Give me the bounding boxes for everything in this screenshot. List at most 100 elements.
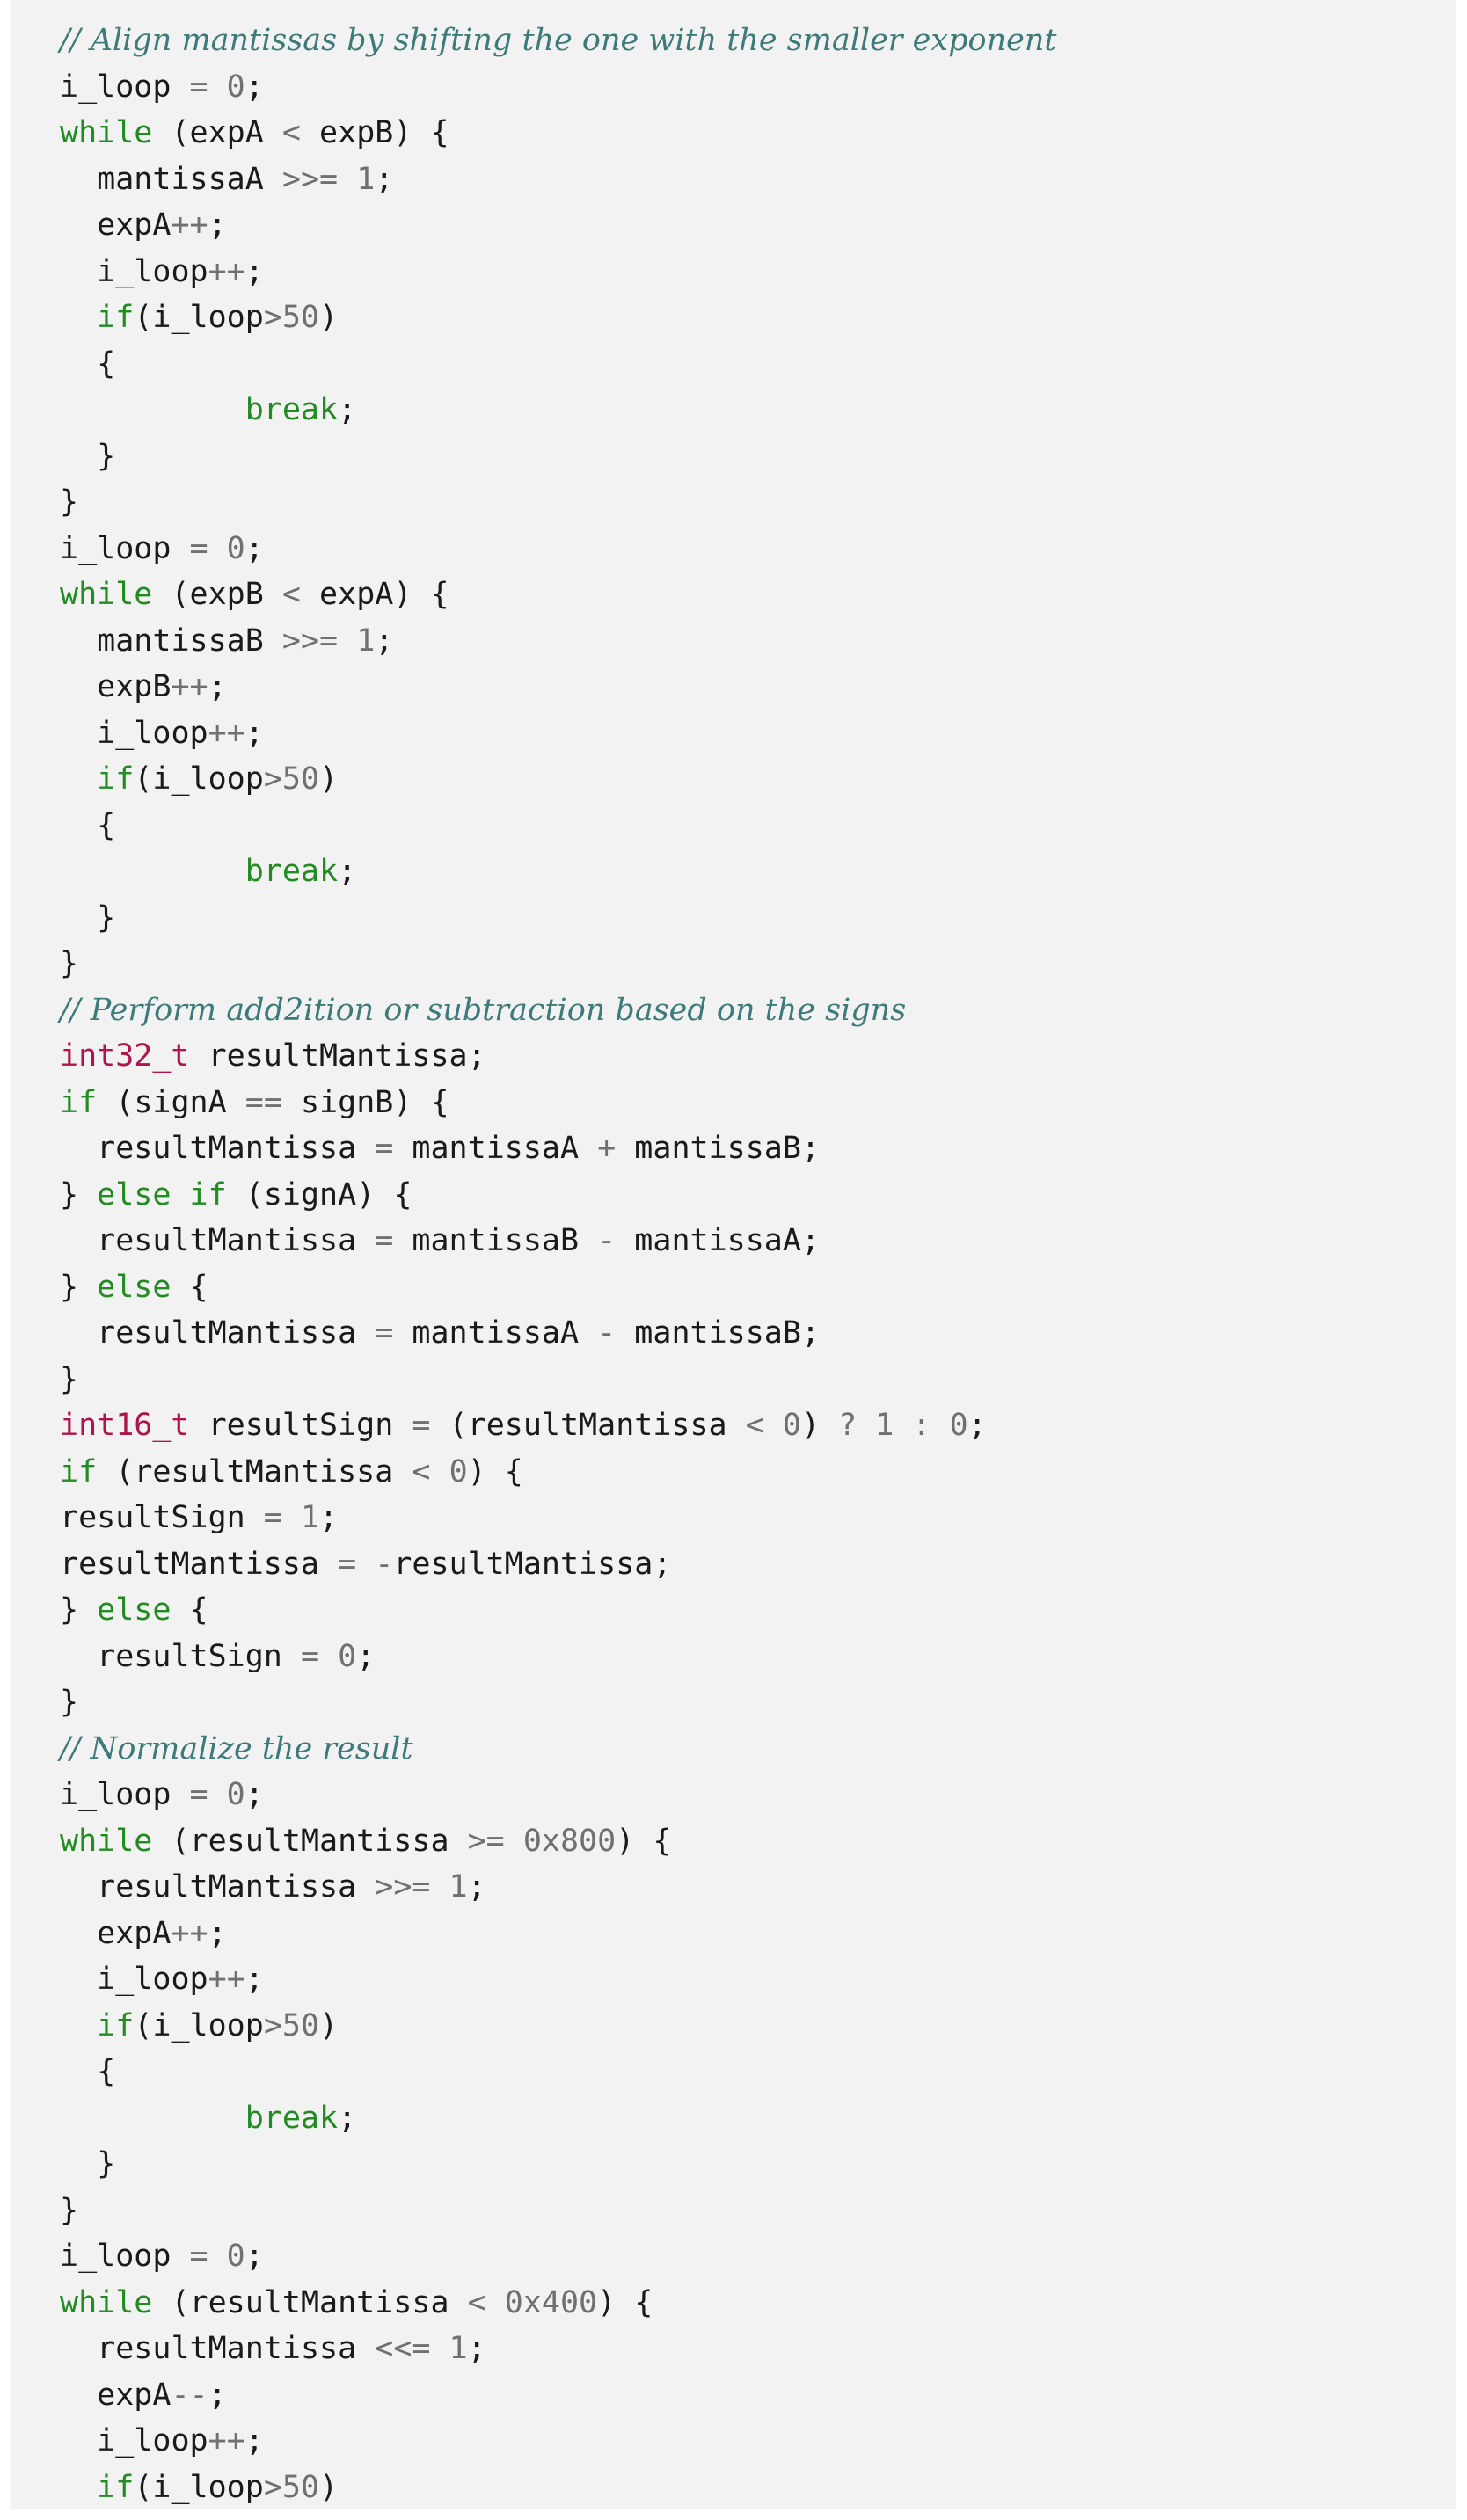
code-token-punctuation: ; (338, 2100, 357, 2136)
code-token-whitespace (616, 1315, 634, 1351)
code-token-whitespace (152, 115, 171, 150)
code-token-identifier: signA (134, 1084, 227, 1120)
code-token-keyword: if (97, 2469, 135, 2505)
code-token-operator: < (281, 115, 301, 150)
code-token-whitespace (60, 300, 97, 335)
code-token-whitespace (60, 2008, 97, 2043)
code-token-identifier: mantissaB (634, 1315, 801, 1351)
code-token-whitespace (727, 1408, 746, 1443)
code-token-whitespace (430, 1454, 449, 1489)
code-token-punctuation: } (60, 1592, 79, 1628)
code-token-operator: > (263, 300, 282, 335)
code-token-identifier: expB (97, 669, 172, 704)
code-token-whitespace (60, 1916, 97, 1951)
code-token-whitespace (60, 2146, 97, 2181)
code-token-punctuation: ( (134, 2007, 153, 2043)
code-token-whitespace (430, 1869, 449, 1905)
code-token-whitespace (634, 1824, 653, 1859)
code-token-number: 0 (226, 69, 245, 105)
code-token-operator: > (263, 2469, 282, 2505)
code-token-punctuation: ; (467, 2331, 486, 2366)
code-token-punctuation: ; (208, 1915, 227, 1951)
code-token-whitespace (60, 1639, 97, 1674)
code-token-punctuation: ; (319, 1500, 339, 1535)
code-token-number: 0x800 (522, 1823, 617, 1859)
code-token-punctuation: } (60, 1685, 79, 1720)
code-token-punctuation: ; (244, 715, 264, 751)
code-token-operator: = (189, 530, 208, 566)
code-token-punctuation: ) (616, 1823, 635, 1859)
code-line: expA++; (60, 1911, 1056, 1957)
code-token-whitespace (60, 392, 245, 427)
code-token-whitespace (338, 162, 356, 197)
code-token-whitespace (356, 1223, 375, 1258)
code-line: while (expB < expA) { (60, 572, 1056, 618)
code-token-number: 1 (449, 1869, 468, 1905)
code-token-whitespace (152, 2285, 171, 2320)
code-line: { (60, 2049, 1056, 2095)
code-token-identifier: resultSign (208, 1408, 394, 1443)
code-token-whitespace (264, 577, 282, 612)
code-token-punctuation: ) (597, 2284, 617, 2320)
code-token-punctuation: ( (134, 761, 153, 797)
code-token-whitespace (412, 577, 430, 612)
code-token-whitespace (60, 2331, 97, 2366)
code-token-whitespace (486, 1454, 505, 1489)
code-token-whitespace (264, 162, 282, 197)
code-token-punctuation: ( (115, 1453, 135, 1489)
code-token-punctuation: { (189, 1592, 208, 1628)
code-token-punctuation: } (60, 1269, 79, 1305)
code-token-operator: ++ (208, 253, 245, 289)
code-line: } else if (signA) { (60, 1172, 1056, 1219)
code-token-operator: ++ (171, 1915, 208, 1951)
code-token-whitespace (97, 1085, 115, 1120)
code-token-identifier: mantissaB (97, 623, 264, 659)
code-token-comment: // Normalize the result (60, 1730, 413, 1766)
code-token-whitespace (393, 1223, 412, 1258)
code-line: i_loop = 0; (60, 526, 1056, 572)
code-token-punctuation: ) (393, 1084, 412, 1120)
code-token-whitespace (393, 1315, 412, 1351)
code-token-operator: = (338, 1546, 357, 1582)
code-token-keyword: else (97, 1592, 172, 1628)
code-token-operator: < (281, 577, 301, 612)
code-token-identifier: i_loop (97, 2423, 208, 2458)
code-token-operator: ++ (208, 2423, 245, 2458)
code-token-whitespace (60, 1131, 97, 1166)
code-token-punctuation: ) (319, 2469, 339, 2505)
code-token-whitespace (208, 2239, 227, 2274)
code-line: if(i_loop>50) (60, 2003, 1056, 2050)
code-token-punctuation: ( (171, 115, 190, 150)
code-token-punctuation: ) (319, 761, 339, 797)
code-token-identifier: resultMantissa (97, 1223, 357, 1258)
code-token-whitespace (60, 1315, 97, 1351)
code-token-whitespace (60, 716, 97, 751)
code-token-identifier: mantissaA (412, 1131, 580, 1166)
code-token-operator: = (375, 1223, 394, 1258)
code-token-punctuation: ; (338, 392, 357, 427)
code-token-identifier: i_loop (60, 69, 172, 105)
code-token-punctuation: ) (393, 115, 412, 150)
code-token-keyword: if (60, 1453, 98, 1489)
code-token-punctuation: ) (319, 2007, 339, 2043)
code-token-punctuation: ; (244, 2239, 264, 2274)
code-token-whitespace (60, 761, 97, 797)
code-token-punctuation: ; (967, 1408, 987, 1443)
code-token-type: int16_t (60, 1408, 190, 1443)
code-token-identifier: resultMantissa (97, 1869, 357, 1905)
code-token-number: 1 (356, 623, 376, 659)
code-token-whitespace (301, 577, 319, 612)
code-token-identifier: expA (319, 577, 394, 612)
code-token-identifier: resultMantissa (208, 1038, 468, 1074)
code-line: resultSign = 1; (60, 1495, 1056, 1541)
code-token-identifier: i_loop (152, 300, 264, 335)
code-token-whitespace (393, 1131, 412, 1166)
code-token-operator: ++ (171, 669, 208, 704)
code-token-whitespace (764, 1408, 783, 1443)
code-token-whitespace (60, 2054, 97, 2089)
code-token-whitespace (356, 1547, 375, 1582)
code-line: resultMantissa = -resultMantissa; (60, 1541, 1056, 1588)
code-token-punctuation: ; (653, 1546, 672, 1582)
code-token-whitespace (60, 2378, 97, 2413)
code-token-punctuation: ; (244, 530, 264, 566)
